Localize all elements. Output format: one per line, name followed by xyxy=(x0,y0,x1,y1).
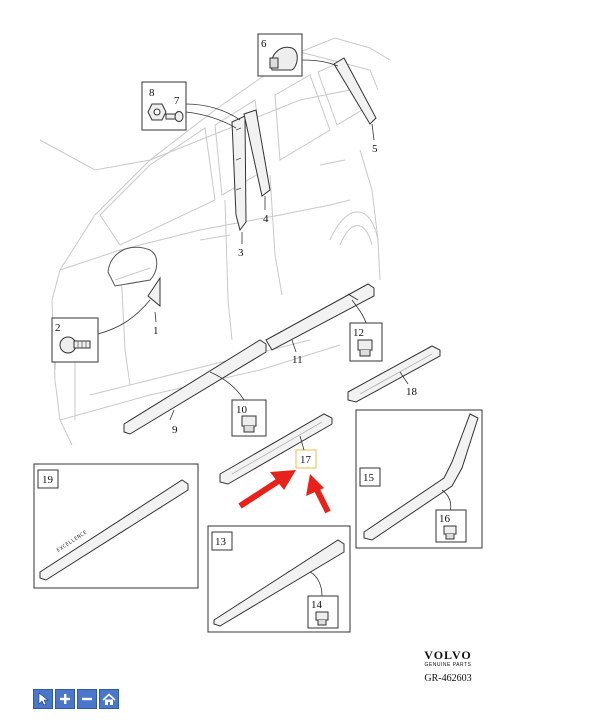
part-6-box[interactable]: 6 xyxy=(257,33,303,77)
side-mirror xyxy=(107,246,158,287)
part-15-box[interactable]: 15 16 xyxy=(355,409,483,549)
clip-icon xyxy=(315,611,329,626)
home-button[interactable] xyxy=(99,689,119,709)
part-13-moulding xyxy=(213,539,345,627)
leader-9 xyxy=(169,409,175,421)
zoom-in-button[interactable] xyxy=(55,689,75,709)
callout-12: 12 xyxy=(353,327,364,339)
screw-icon xyxy=(165,111,184,122)
callout-3[interactable]: 3 xyxy=(238,247,244,259)
highlight-arrow-right xyxy=(306,474,331,514)
clip-icon xyxy=(357,339,373,357)
callout-18[interactable]: 18 xyxy=(406,386,418,398)
drawing-code: GR-462603 xyxy=(424,673,472,684)
part-11-rear-door-moulding[interactable] xyxy=(265,283,375,351)
callout-5[interactable]: 5 xyxy=(372,143,378,155)
part-19-emblem-moulding xyxy=(39,479,189,581)
callout-8: 8 xyxy=(149,87,155,99)
zoom-out-button[interactable] xyxy=(77,689,97,709)
highlight-arrow-left xyxy=(238,470,296,509)
brand-block: VOLVO GENUINE PARTS GR-462603 xyxy=(412,648,484,684)
leader-8 xyxy=(185,111,237,129)
callout-19: 19 xyxy=(42,474,54,486)
callout-17[interactable]: 17 xyxy=(300,454,312,466)
part-13-box[interactable]: 13 14 xyxy=(207,525,351,633)
part-17-sill-plate[interactable] xyxy=(219,413,333,485)
leader-12 xyxy=(351,299,367,324)
callout-4[interactable]: 4 xyxy=(263,213,269,225)
screw-icon xyxy=(59,336,91,354)
callout-2: 2 xyxy=(55,322,61,334)
part-7-8-box[interactable]: 8 7 xyxy=(141,81,187,131)
part-18-texture xyxy=(359,353,433,395)
clip-icon xyxy=(269,46,298,71)
zoom-out-icon xyxy=(82,697,92,701)
callout-16: 16 xyxy=(439,513,451,525)
leader-1 xyxy=(154,311,157,323)
car-outline xyxy=(39,37,391,446)
part-15-moulding xyxy=(363,413,479,541)
leader-5 xyxy=(371,123,375,141)
part-10-box[interactable]: 10 xyxy=(231,399,267,437)
viewer-toolbar xyxy=(33,689,119,709)
callout-7: 7 xyxy=(174,95,180,107)
callout-9[interactable]: 9 xyxy=(172,424,178,436)
leader-6 xyxy=(301,59,339,67)
part-5-rear-pillar-trim[interactable] xyxy=(333,57,377,125)
pointer-button[interactable] xyxy=(33,689,53,709)
callout-11[interactable]: 11 xyxy=(292,354,303,366)
leader-11 xyxy=(291,339,297,353)
leader-10 xyxy=(209,371,245,401)
callout-13: 13 xyxy=(215,536,227,548)
callout-14: 14 xyxy=(311,599,323,611)
callout-1[interactable]: 1 xyxy=(153,325,159,337)
part-19-box[interactable]: 19 EXCELLENCE xyxy=(33,463,199,589)
leader-7 xyxy=(185,103,241,121)
callout-10: 10 xyxy=(236,404,248,416)
leader-14 xyxy=(309,571,323,597)
brand-tagline: GENUINE PARTS xyxy=(424,662,472,668)
pointer-icon xyxy=(38,692,49,706)
leader-2 xyxy=(97,299,151,335)
nut-icon xyxy=(147,103,167,121)
volvo-logo: VOLVO xyxy=(424,648,472,662)
part-9-front-door-moulding[interactable] xyxy=(123,339,267,435)
clip-icon xyxy=(241,415,257,433)
part-3-pillar-trim[interactable] xyxy=(231,115,247,232)
clip-icon xyxy=(443,525,457,540)
part-17-texture xyxy=(231,421,323,475)
part-3-clips xyxy=(235,127,242,191)
part-4-pillar-cover[interactable] xyxy=(243,109,271,197)
part-12-box[interactable]: 12 xyxy=(349,322,383,362)
leader-18 xyxy=(399,371,409,385)
leader-17 xyxy=(299,435,305,451)
part-2-box[interactable]: 2 xyxy=(51,317,99,363)
callout-15: 15 xyxy=(363,472,375,484)
part-1-triangle-trim[interactable] xyxy=(147,276,161,308)
callout-17-highlight xyxy=(295,449,317,469)
part-11-clip xyxy=(347,293,359,301)
zoom-in-icon xyxy=(60,694,70,704)
home-icon xyxy=(102,692,116,705)
callout-6: 6 xyxy=(261,38,267,50)
